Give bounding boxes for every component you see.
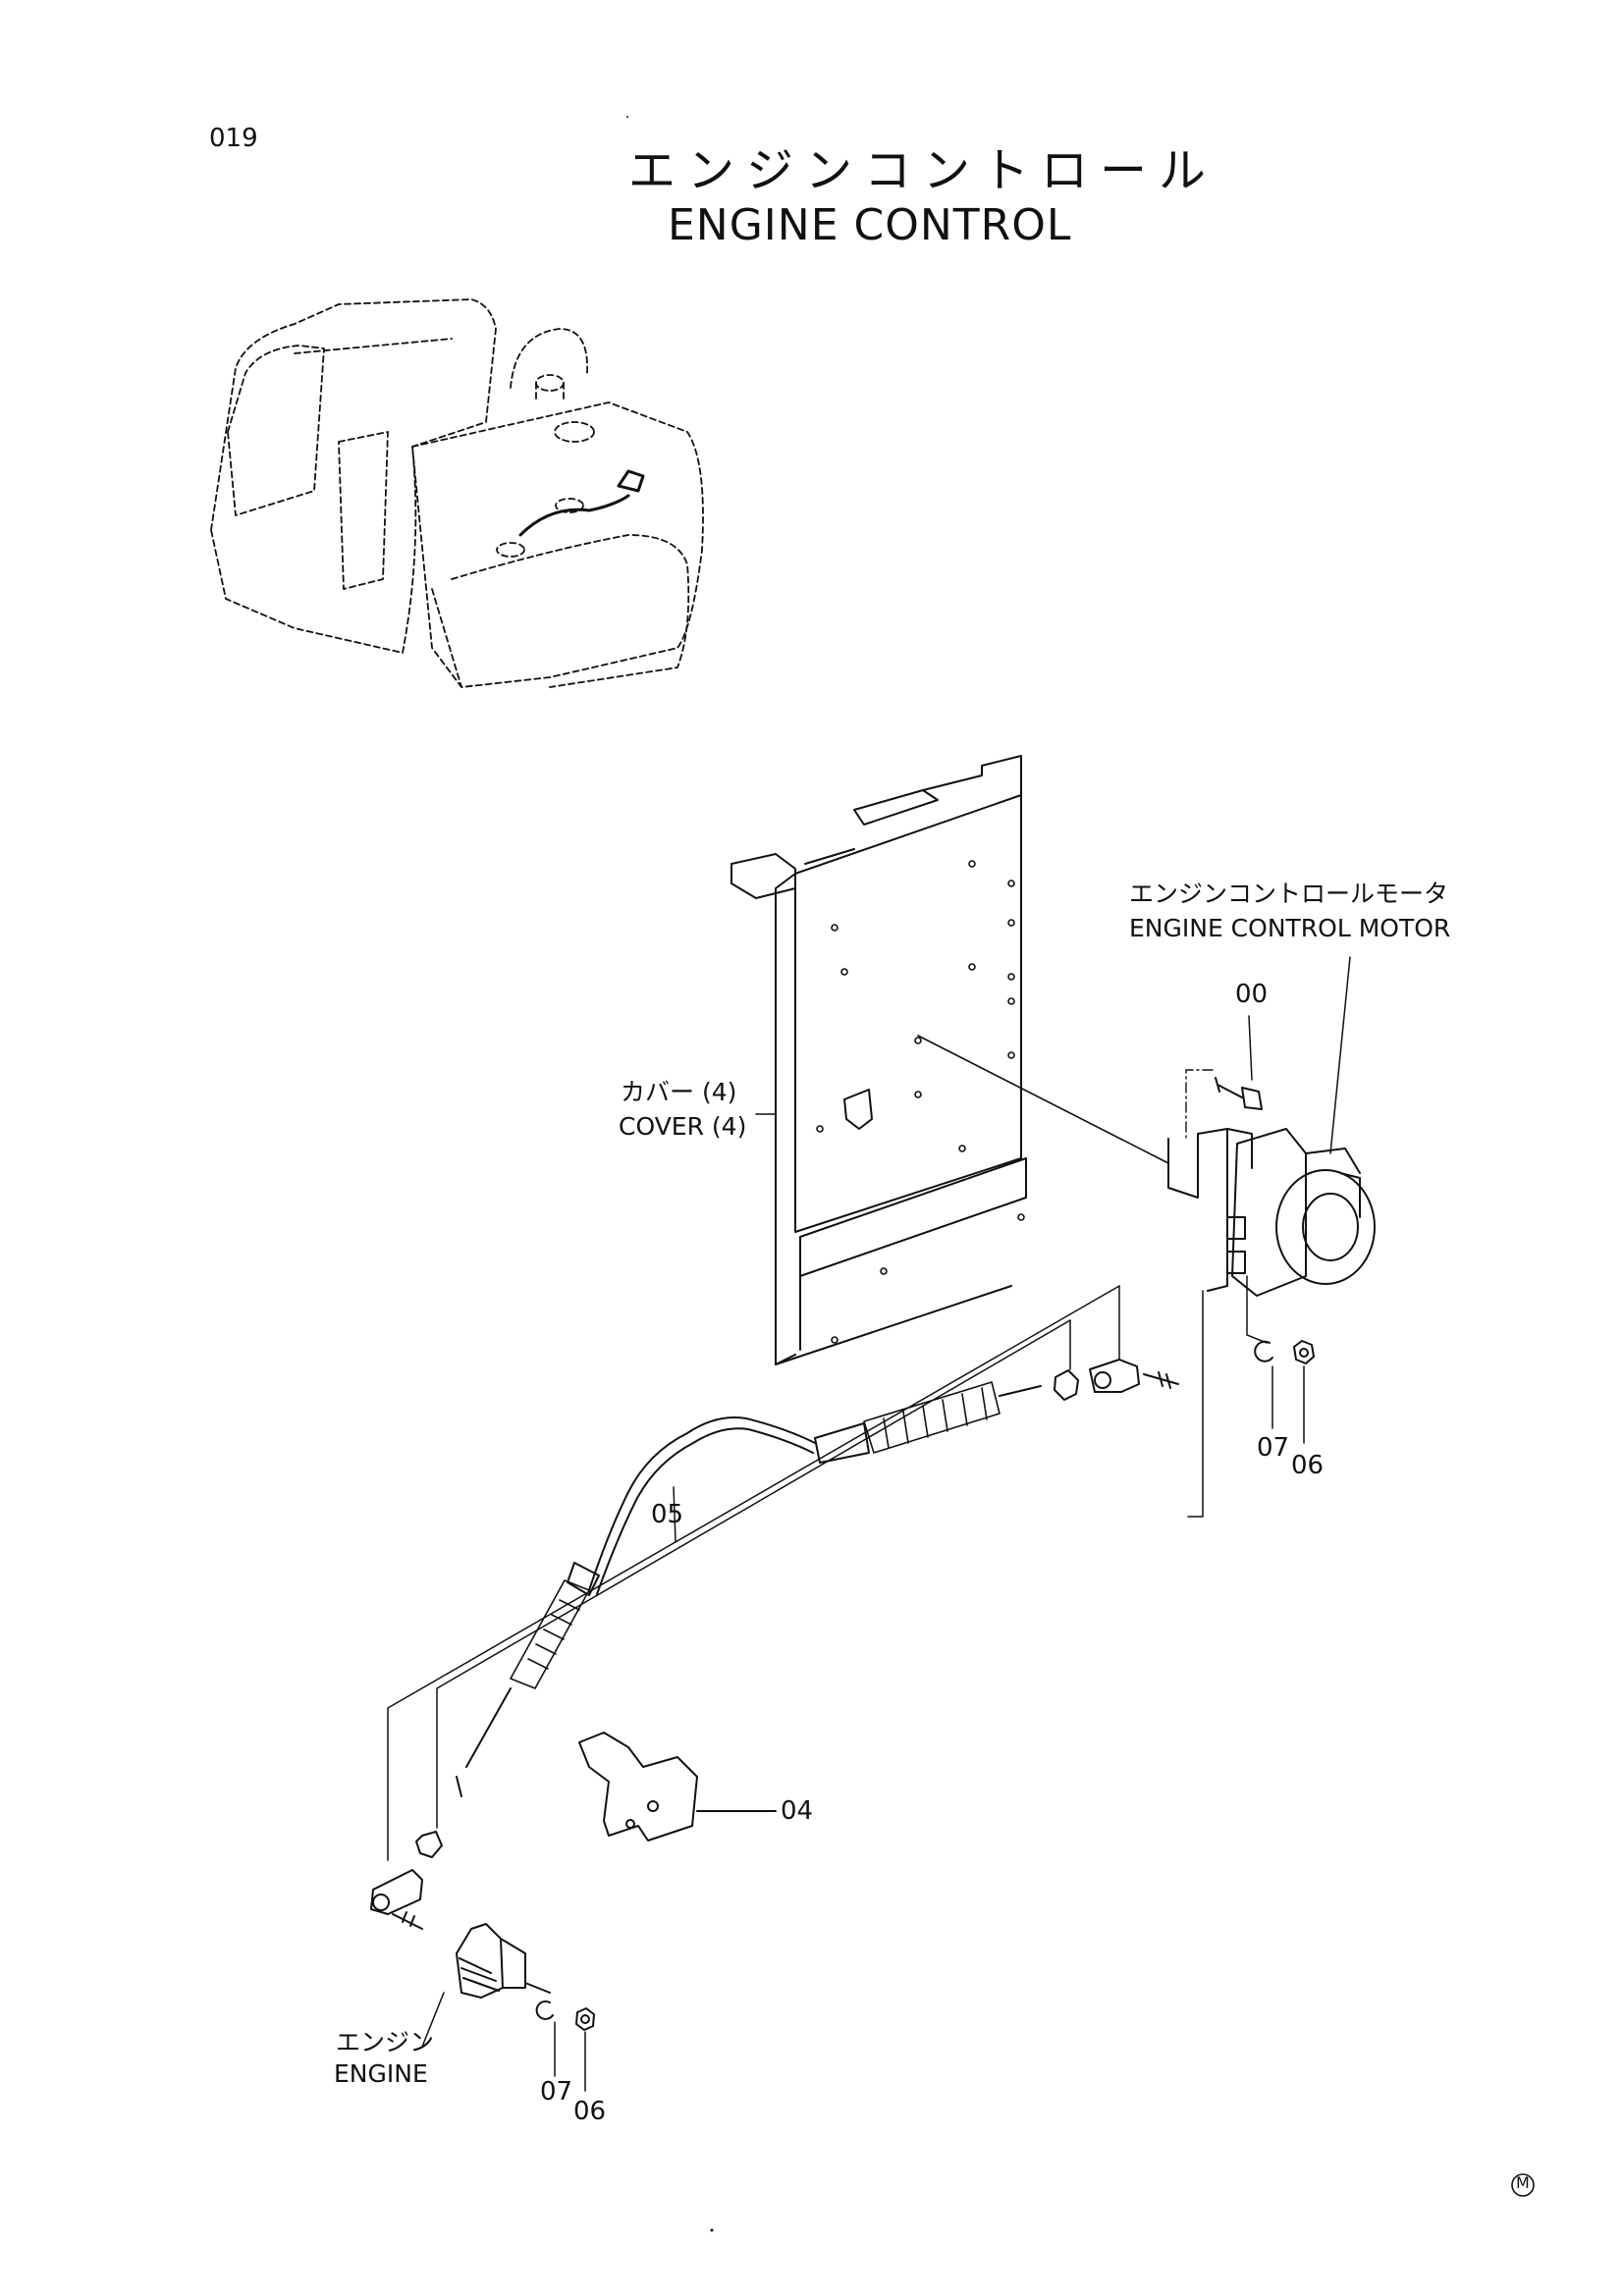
engine-control-motor-part [1167, 1128, 1376, 1297]
cover-panel-part [730, 755, 1027, 1365]
title-english: ENGINE CONTROL [668, 200, 1072, 250]
part-number-04: 04 [781, 1796, 814, 1826]
excavator-overview-sketch [210, 298, 704, 688]
page-number: 019 [209, 124, 258, 153]
part-number-07-lower: 07 [540, 2077, 573, 2107]
motor-label-en: ENGINE CONTROL MOTOR [1129, 914, 1451, 942]
overview-cable-highlight [518, 469, 645, 537]
engine-label-en: ENGINE [334, 2059, 428, 2088]
lower-washer-nut [535, 2000, 595, 2031]
bolt-00-part [1215, 1077, 1263, 1110]
cover-label-jp: カバー (4) [621, 1078, 737, 1106]
part-number-00: 00 [1235, 980, 1269, 1009]
motor-label-leader [1329, 956, 1351, 1154]
part-number-07-upper: 07 [1257, 1433, 1290, 1463]
lower-leaders [421, 1992, 586, 2092]
part-number-06-upper: 06 [1291, 1451, 1325, 1480]
cover-label-en: COVER (4) [619, 1112, 747, 1141]
bolt-leader [1185, 1069, 1214, 1140]
control-cable-05-part [370, 1359, 1179, 1930]
mark-circle-icon [1511, 2173, 1535, 2197]
title-japanese: エンジンコントロール [628, 143, 1218, 198]
cable-leader-lines [387, 1285, 1204, 1861]
engine-label-jp: エンジン [336, 2028, 435, 2056]
part-number-06-lower: 06 [573, 2097, 607, 2126]
mark-letter: M [1516, 2173, 1530, 2192]
motor-label-jp: エンジンコントロールモータ [1129, 880, 1449, 908]
engine-lever-part [456, 1923, 551, 1999]
panel-to-motor-leader [917, 1035, 1169, 1164]
bracket-04-part [578, 1732, 777, 1842]
part-number-05: 05 [651, 1500, 684, 1529]
upper-washer-nut [1254, 1340, 1315, 1364]
p00-leader [1248, 1015, 1253, 1081]
upper-washer-nut-leaders [1246, 1275, 1305, 1444]
